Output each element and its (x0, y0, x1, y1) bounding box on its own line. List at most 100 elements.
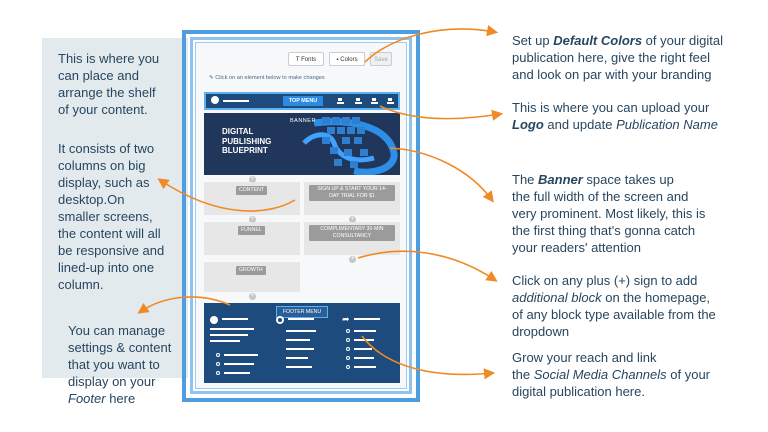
annotation-line: Click on any plus (+) sign to add (512, 273, 698, 288)
annotation-colors: Set up Default Colors of your digital pu… (512, 32, 762, 83)
annotation-emphasis: Social Media Channels (533, 367, 667, 382)
instagram-icon[interactable] (346, 356, 350, 360)
annotation-line: desktop.On (58, 192, 125, 207)
annotation-banner: The Banner space takes up the full width… (512, 171, 762, 256)
linkedin-icon[interactable] (346, 365, 350, 369)
footer-menu-button[interactable]: FOOTER MENU (276, 306, 328, 318)
colors-label: Colors (340, 57, 358, 63)
annotation-social: Grow your reach and link the Social Medi… (512, 349, 762, 400)
footer-text-line (224, 372, 250, 374)
add-block-plus[interactable]: + (249, 176, 256, 183)
annotation-line: publication here, give the right feel (512, 50, 711, 65)
arrow-footer (137, 296, 231, 314)
annotation-logo: This is where you can upload your Logo a… (512, 99, 762, 133)
fonts-button[interactable]: T Fonts (288, 52, 324, 66)
menu-item-icon[interactable] (371, 98, 378, 104)
twitter-icon[interactable] (346, 338, 350, 342)
annotation-line: and look on par with your branding (512, 67, 712, 82)
annotation-emphasis: additional block (512, 290, 602, 305)
annotation-line: The Banner space takes up (512, 171, 762, 188)
banner[interactable] (204, 113, 400, 175)
annotation-emphasis: Logo (512, 117, 544, 132)
annotation-line: of any block type available from the (512, 307, 716, 322)
banner-title-line: BLUEPRINT (222, 146, 268, 155)
left-annotation-panel (42, 38, 188, 378)
font-icon: T (295, 57, 300, 63)
block-label-content: CONTENT (236, 186, 268, 195)
annotation-emphasis: Publication Name (616, 117, 718, 132)
footer-text-line (354, 330, 376, 332)
add-block-plus[interactable]: + (349, 256, 356, 263)
annotation-line: can place and (58, 68, 139, 83)
address-icon (216, 353, 220, 357)
annotation-line: dropdown (512, 324, 570, 339)
footer-menu-link[interactable] (286, 366, 312, 368)
footer-menu-link[interactable] (286, 339, 310, 341)
device-frame-outer (182, 30, 420, 402)
annotation-text: on the homepage, (601, 290, 711, 305)
banner-label: BANNER (290, 118, 316, 124)
share-icon: ➦ (342, 314, 350, 324)
menu-item-icon[interactable] (337, 98, 344, 104)
footer-menu-link[interactable] (286, 348, 314, 350)
menu-item-icon[interactable] (355, 98, 362, 104)
save-button[interactable]: Save (370, 52, 392, 66)
add-block-plus[interactable]: + (249, 293, 256, 300)
block-label-consultancy: COMPLIMENTARY 30-MIN CONSULTANCY (309, 225, 395, 241)
annotation-line: the content will all (58, 226, 161, 241)
footer-text-line (354, 318, 380, 320)
annotation-line: your readers' attention (512, 240, 641, 255)
arrow-social (361, 335, 496, 380)
annotation-line: the full width of the screen and (512, 189, 689, 204)
arrow-colors (364, 25, 499, 63)
block-label-growth: GROWTH (236, 266, 266, 275)
pencil-icon: ✎ (209, 75, 214, 81)
youtube-icon[interactable] (346, 347, 350, 351)
footer-text-line (210, 328, 254, 330)
annotation-line: the Social Media Channels of your (512, 366, 762, 383)
footer-menu-link[interactable] (286, 357, 308, 359)
annotation-text: the (512, 367, 534, 382)
menu-item-icon[interactable] (387, 98, 394, 104)
logo-icon[interactable] (211, 96, 219, 104)
block-label-line: COMPLIMENTARY 30-MIN (320, 226, 384, 232)
save-label: Save (374, 57, 388, 63)
footer-logo-icon (210, 316, 218, 324)
device-frame-middle (190, 37, 412, 394)
annotation-line: Logo and update Publication Name (512, 116, 762, 133)
annotation-line: You can manage (68, 323, 166, 338)
annotation-text: and update (543, 117, 617, 132)
add-block-plus[interactable]: + (349, 216, 356, 223)
annotation-emphasis: Default Colors (553, 33, 643, 48)
email-icon (216, 371, 220, 375)
annotation-plus: Click on any plus (+) sign to add additi… (512, 272, 762, 340)
annotation-line: columns on big (58, 158, 146, 173)
annotation-line: smaller screens, (58, 209, 153, 224)
annotation-line: that you want to (68, 357, 160, 372)
palette-icon: ▪ (336, 57, 339, 63)
publication-name-placeholder[interactable] (223, 100, 249, 102)
top-menu-button[interactable]: TOP MENU (283, 96, 323, 106)
annotation-columns: It consists of two columns on big displa… (58, 140, 164, 293)
annotation-text: here (105, 391, 136, 406)
annotation-shelf: This is where you can place and arrange … (58, 50, 159, 118)
arrow-banner (389, 147, 494, 203)
annotation-line: Footer here (68, 390, 171, 407)
annotation-line: additional block on the homepage, (512, 289, 762, 306)
hint-text: Click on an element below to make change… (215, 75, 325, 81)
add-block-plus[interactable]: + (249, 216, 256, 223)
annotation-line: of your content. (58, 102, 148, 117)
annotation-emphasis: Footer (68, 391, 106, 406)
block-label-line: CONSULTANCY (332, 233, 372, 239)
footer-text-line (210, 334, 248, 336)
facebook-icon[interactable] (346, 329, 350, 333)
fonts-label: Fonts (301, 57, 317, 63)
annotation-footer: You can manage settings & content that y… (68, 322, 171, 407)
annotation-line: very prominent. Most likely, this is (512, 206, 706, 221)
colors-button[interactable]: ▪ Colors (329, 52, 365, 66)
arrow-logo (379, 105, 504, 121)
footer-menu-link[interactable] (286, 330, 316, 332)
footer-text-line (354, 366, 376, 368)
footer-text-line (354, 357, 374, 359)
annotation-line: This is where you (58, 51, 160, 66)
